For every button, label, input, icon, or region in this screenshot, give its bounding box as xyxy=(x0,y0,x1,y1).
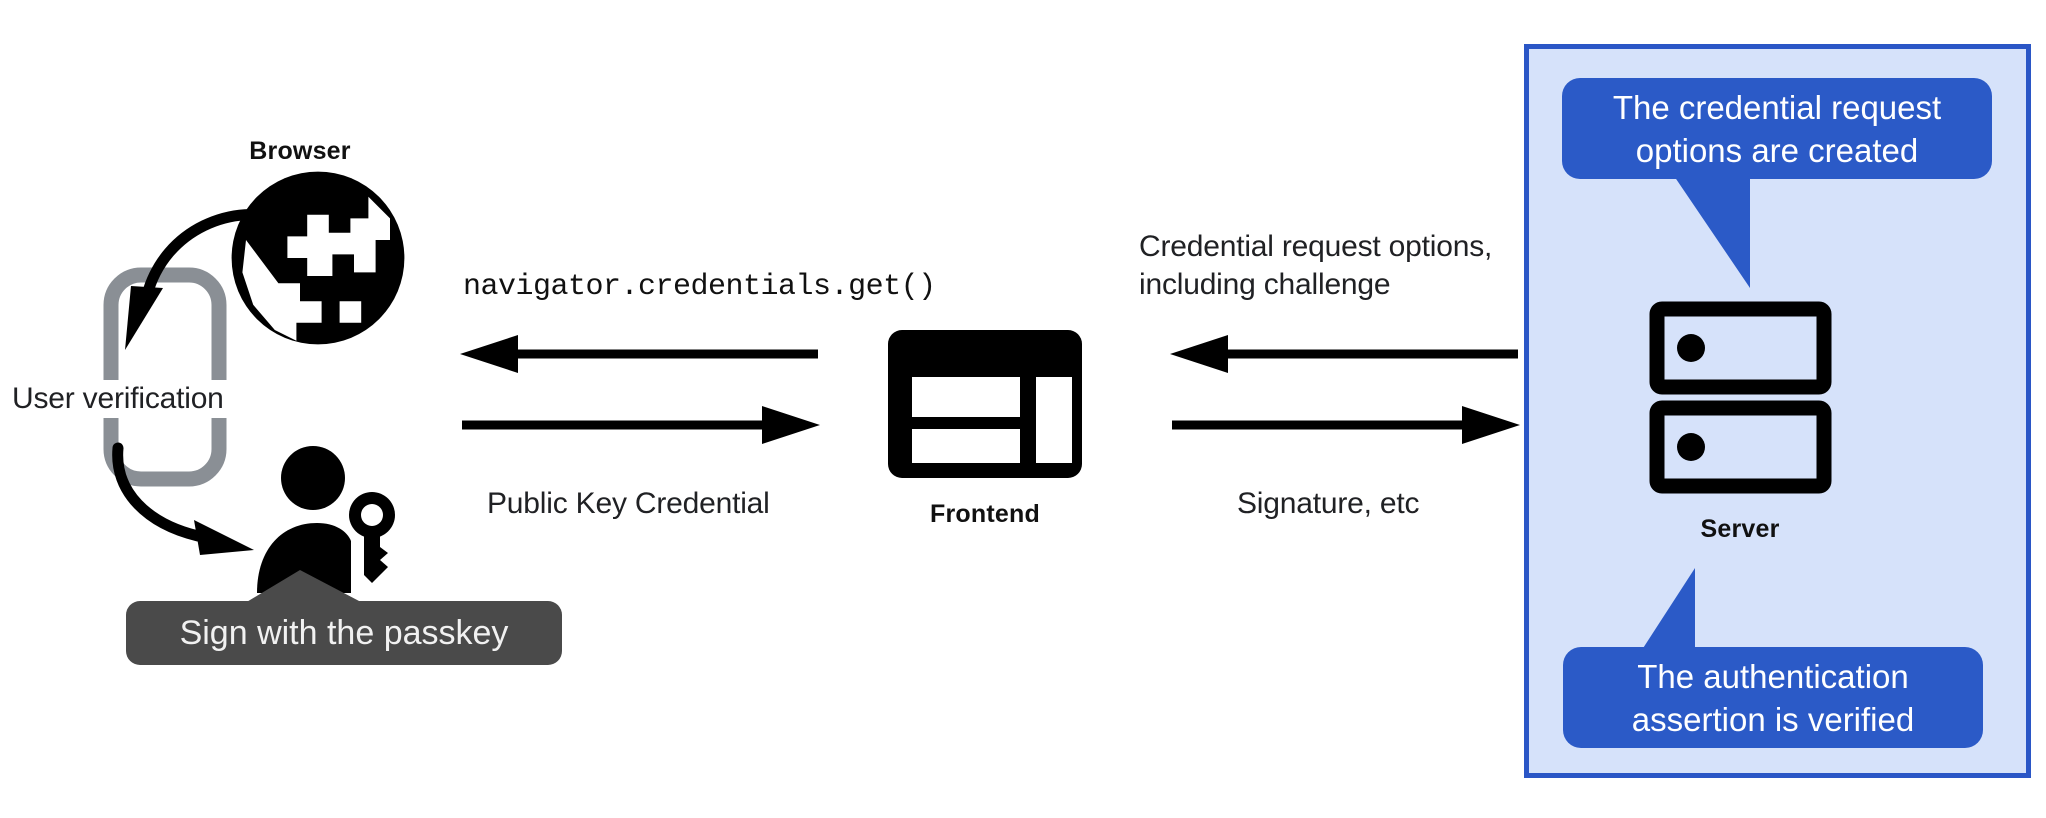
arrow-frontend-to-browser xyxy=(460,335,820,373)
person-with-key-icon xyxy=(255,443,405,608)
browser-window-icon xyxy=(888,330,1082,478)
arrow-browser-to-phone xyxy=(85,200,295,370)
sign-passkey-tooltip: Sign with the passkey xyxy=(126,601,562,665)
credential-request-options-bubble: The credential request options are creat… xyxy=(1562,78,1992,179)
arrow-browser-to-frontend xyxy=(460,406,820,444)
arrow-frontend-to-server xyxy=(1170,406,1520,444)
navigator-credentials-get-label: navigator.credentials.get() xyxy=(463,270,936,304)
public-key-credential-label: Public Key Credential xyxy=(487,487,770,520)
user-verification-label: User verification xyxy=(12,380,262,418)
arrow-phone-to-user xyxy=(108,440,298,580)
browser-label: Browser xyxy=(249,137,351,165)
server-label: Server xyxy=(1700,515,1780,543)
signature-etc-label: Signature, etc xyxy=(1237,487,1420,520)
frontend-label: Frontend xyxy=(930,500,1040,528)
credential-request-options-bubble-tail xyxy=(1630,170,1860,295)
authentication-assertion-bubble: The authentication assertion is verified xyxy=(1563,647,1983,748)
arrow-server-to-frontend xyxy=(1170,335,1520,373)
smartphone-icon xyxy=(103,267,227,487)
server-rack-icon xyxy=(1649,301,1832,494)
credential-request-options-label: Credential request options, including ch… xyxy=(1139,230,1493,301)
